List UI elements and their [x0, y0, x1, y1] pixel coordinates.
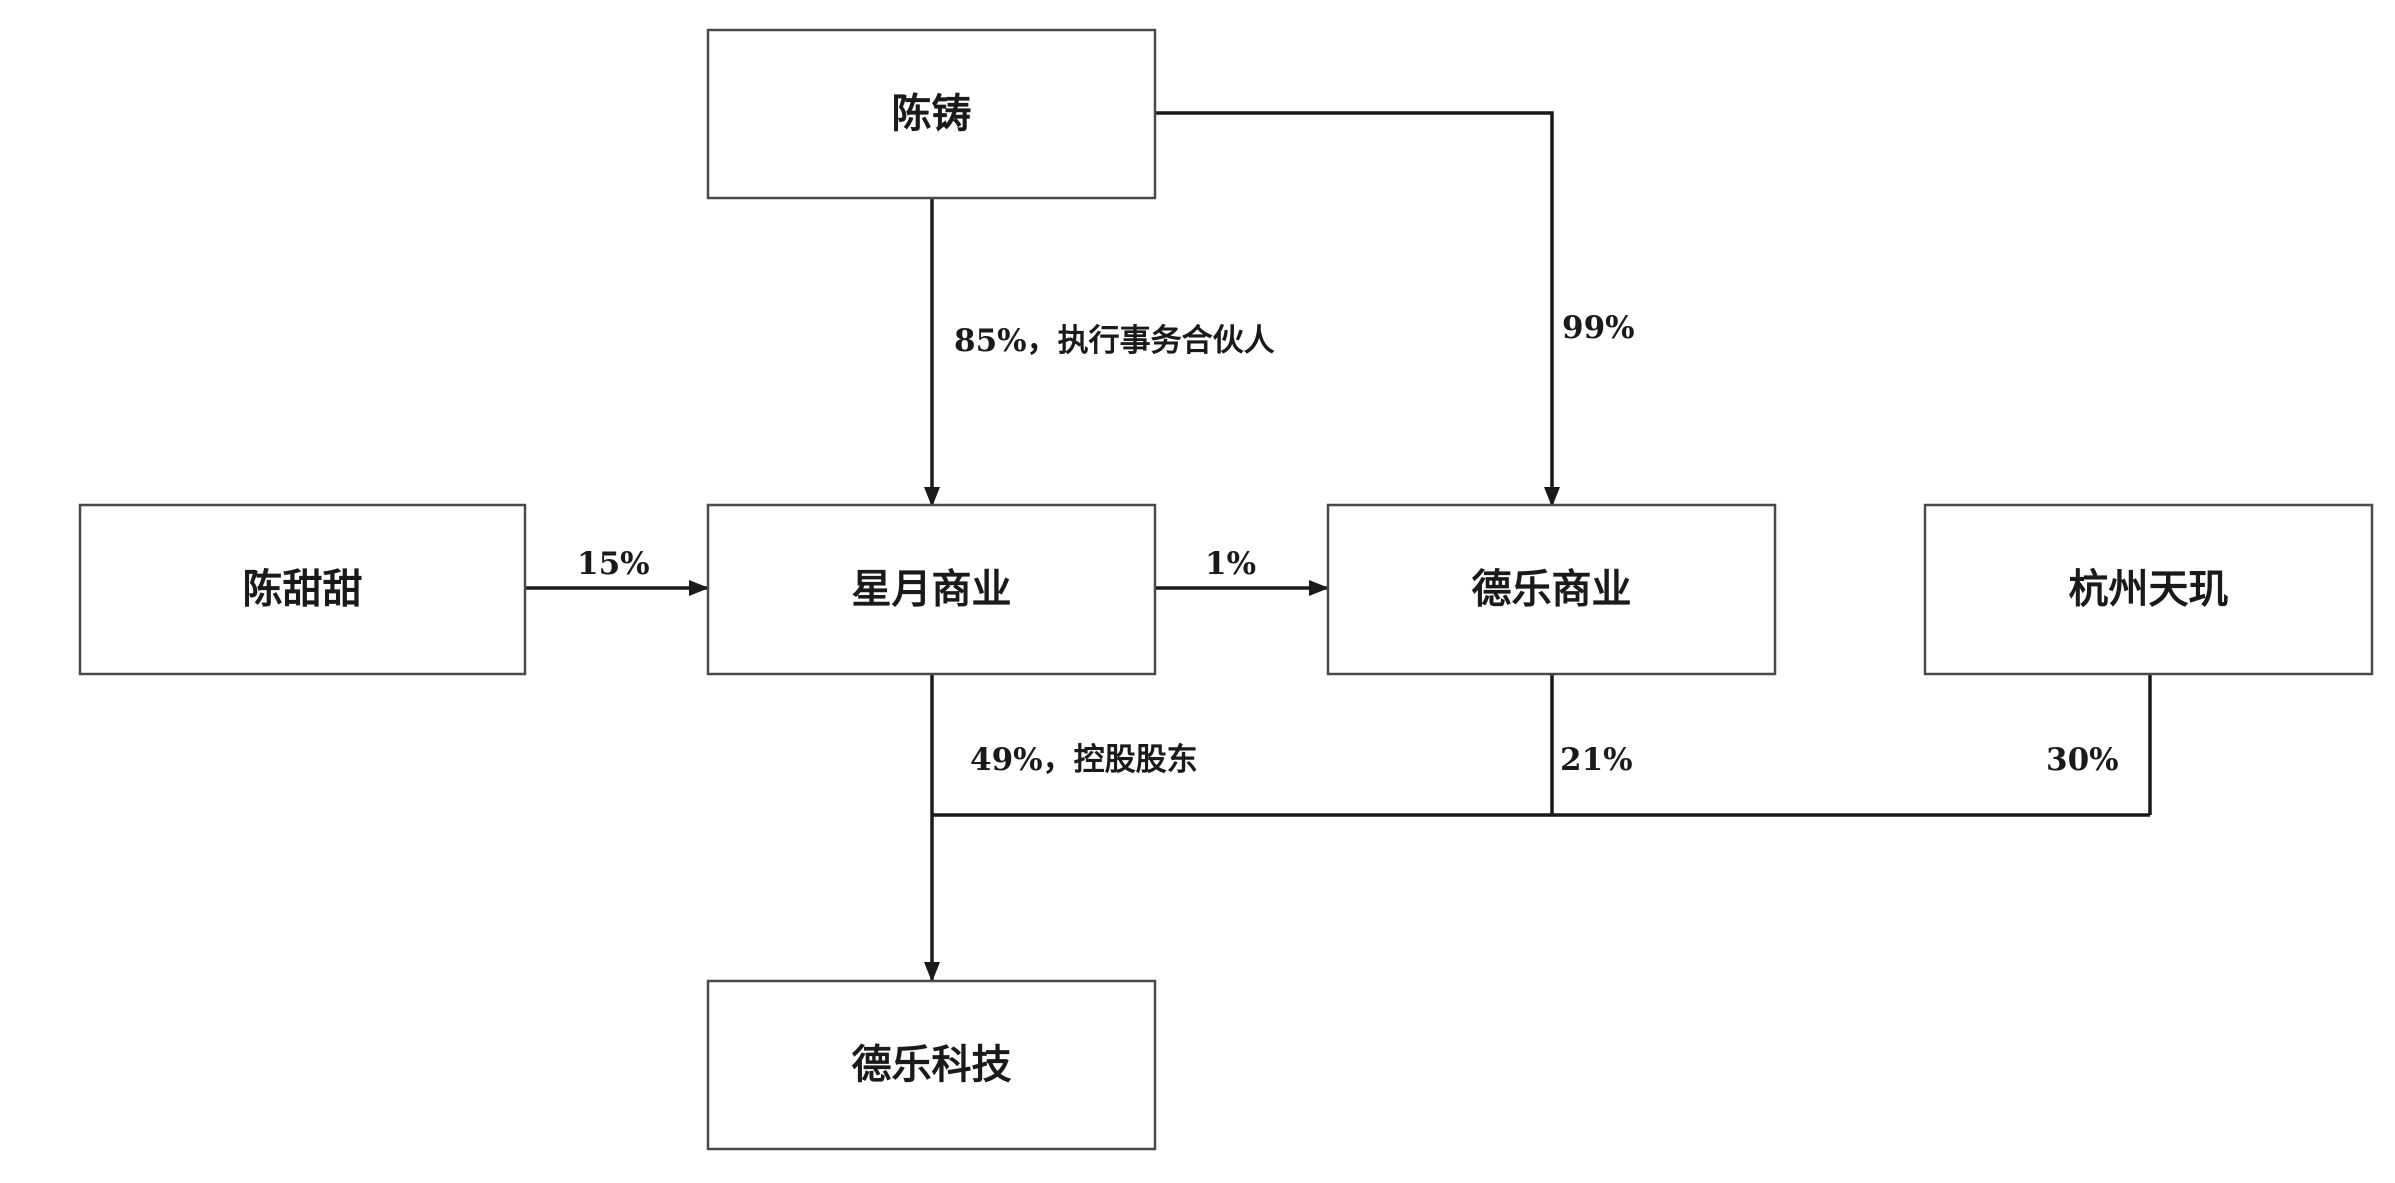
edge-label-chen-zhu-to-xingyue: 85%，执行事务合伙人 — [954, 323, 1275, 359]
node-label-chen-zhu: 陈铸 — [892, 91, 972, 137]
node-hangzhou-tianji: 杭州天玑 — [1923, 503, 2374, 676]
edge-label-chen-tiantian-to-xingyue: 15% — [577, 546, 650, 582]
node-label-chen-tiantian: 陈甜甜 — [243, 567, 363, 613]
edge-label-chen-zhu-to-dele-business: 99% — [1562, 310, 1635, 346]
node-label-xingyue: 星月商业 — [852, 567, 1012, 613]
node-dele-business: 德乐商业 — [1326, 503, 1777, 676]
node-xingyue: 星月商业 — [706, 503, 1157, 676]
edge-label-xingyue-to-dele-business: 1% — [1205, 546, 1256, 582]
node-label-dele-business: 德乐商业 — [1472, 567, 1632, 613]
node-chen-zhu: 陈铸 — [706, 28, 1157, 200]
node-label-hangzhou-tianji: 杭州天玑 — [2069, 567, 2229, 613]
edge-label-hangzhou-tianji-to-dele-tech: 30% — [2046, 742, 2119, 778]
edge-label-dele-business-to-dele-tech: 21% — [1560, 742, 1633, 778]
node-label-dele-tech: 德乐科技 — [852, 1042, 1012, 1088]
edge-chen-zhu-to-dele-business — [1155, 111, 1560, 507]
node-chen-tiantian: 陈甜甜 — [78, 503, 527, 676]
node-dele-tech: 德乐科技 — [706, 979, 1157, 1151]
edge-label-xingyue-to-dele-tech: 49%，控股股东 — [970, 742, 1198, 778]
